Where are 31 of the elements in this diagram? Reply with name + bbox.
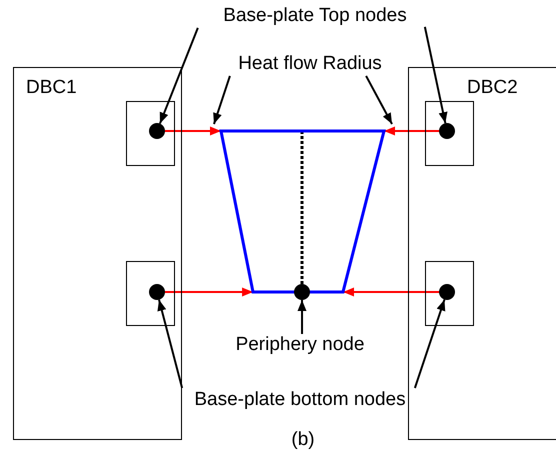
node-box <box>425 101 474 166</box>
node-box <box>126 101 175 166</box>
leader-line <box>414 299 446 388</box>
leader-line <box>298 300 307 334</box>
leader-line <box>159 28 199 124</box>
leader-line <box>424 26 448 124</box>
node-dot <box>149 284 165 300</box>
arrow <box>343 288 439 297</box>
substrate-box <box>408 67 556 440</box>
callout-label: Base-plate Top nodes <box>150 4 480 30</box>
arrow <box>165 126 221 136</box>
leader-line <box>213 76 231 124</box>
substrate-box <box>13 67 182 440</box>
node-dot <box>439 284 455 300</box>
dotted-line <box>300 130 304 284</box>
node-box <box>425 261 474 326</box>
heat-spread-trapezoid <box>219 129 386 294</box>
node-dot <box>149 123 165 139</box>
arrow <box>384 126 439 136</box>
callout-label: Heat flow Radius <box>200 52 420 78</box>
arrow <box>165 288 254 297</box>
node-dot <box>439 123 455 139</box>
leader-line <box>157 299 184 388</box>
callout-label: Periphery node <box>215 333 385 359</box>
substrate-label: DBC1 <box>26 76 77 100</box>
figure-caption: (b) <box>290 428 316 452</box>
node-dot <box>294 284 310 300</box>
leader-line <box>365 75 393 125</box>
callout-label: Base-plate bottom nodes <box>150 388 450 414</box>
substrate-label: DBC2 <box>467 76 518 100</box>
node-box <box>126 261 175 326</box>
